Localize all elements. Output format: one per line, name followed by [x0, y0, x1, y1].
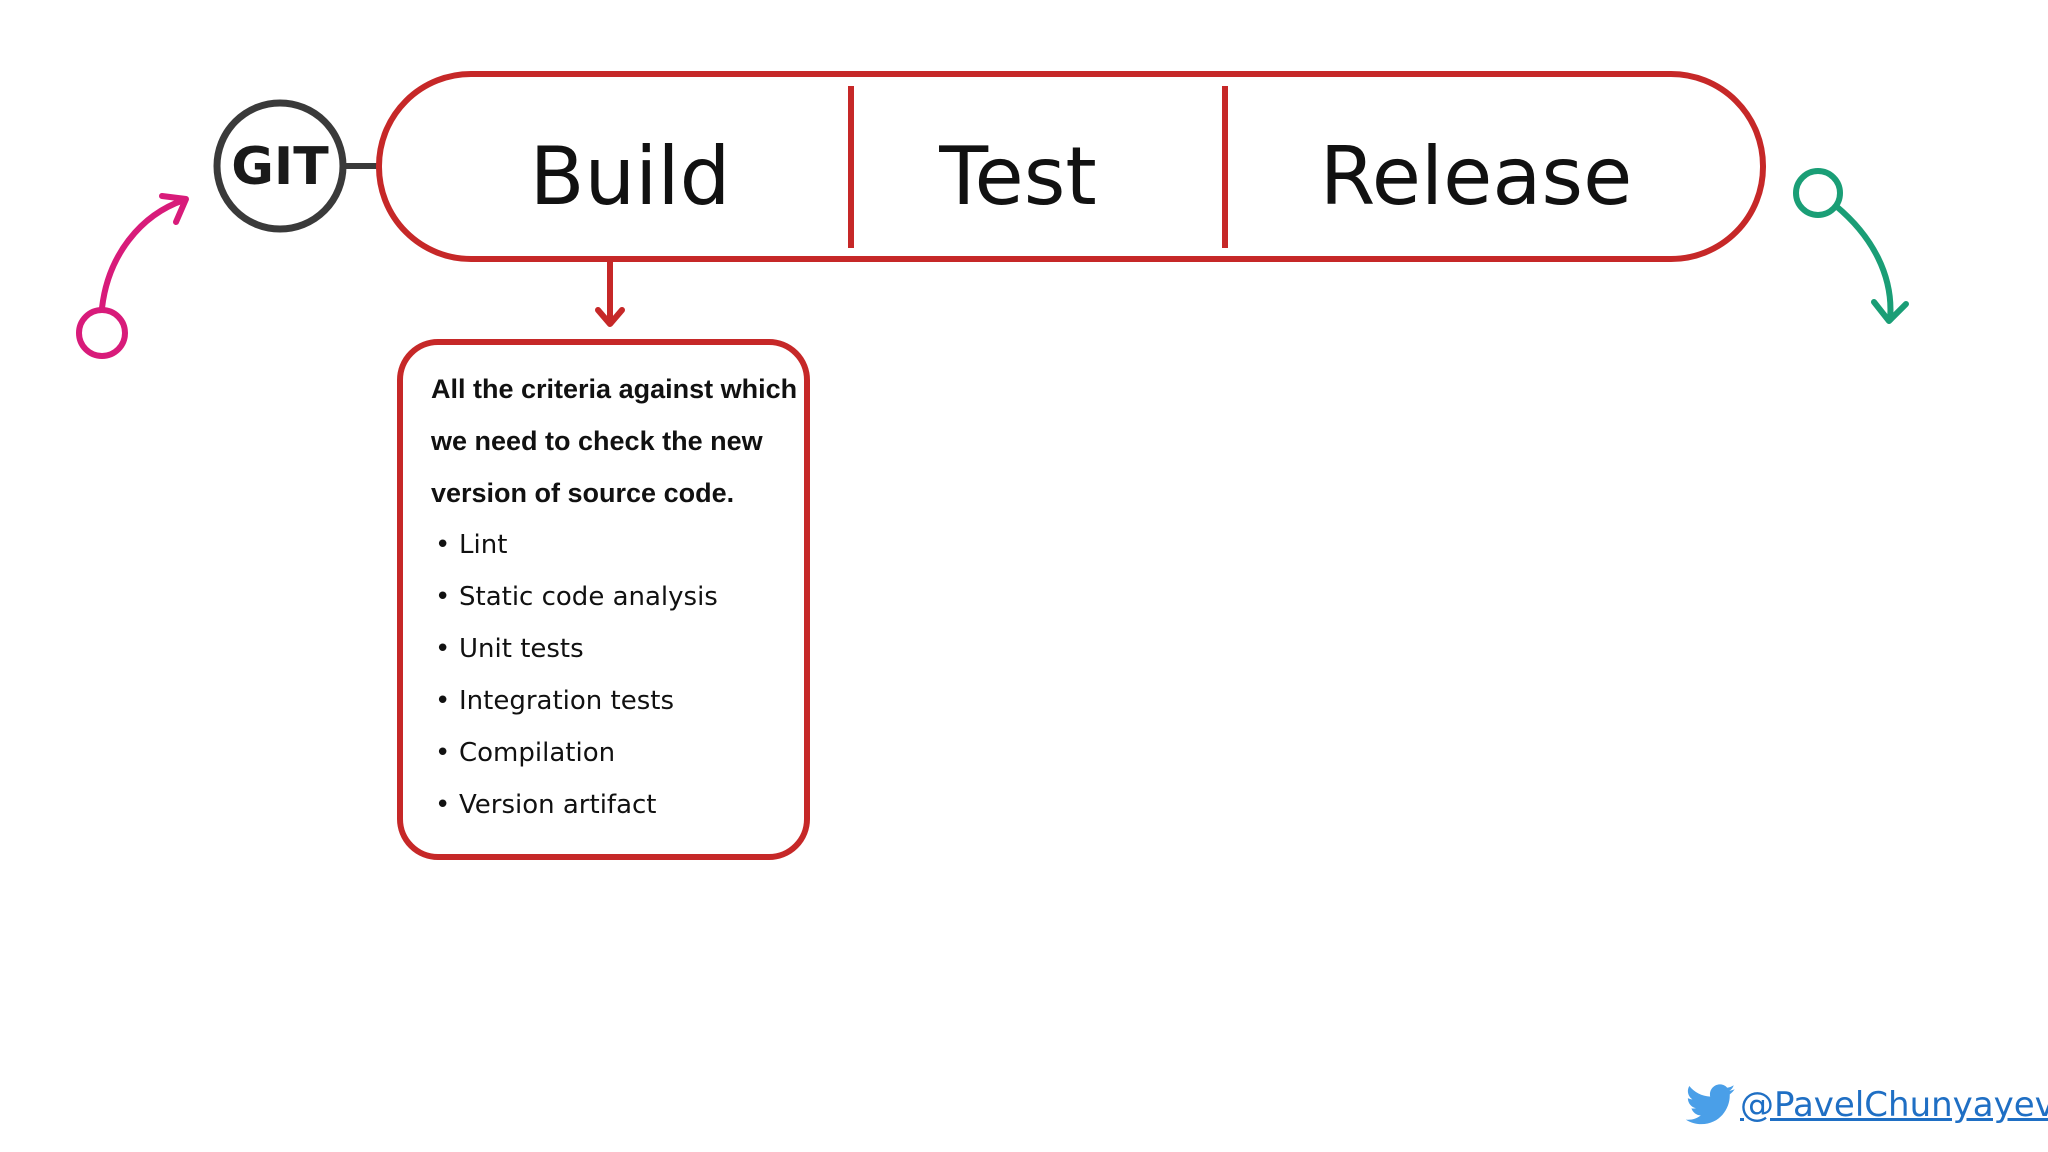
outgoing-arrow-head [1871, 299, 1909, 324]
stage-build-label: Build [530, 130, 731, 223]
criteria-box-outline [397, 339, 810, 860]
outgoing-arrow-curve [1833, 203, 1894, 323]
pipeline-capsule [376, 71, 1766, 262]
outgoing-arrow [1793, 168, 1909, 324]
twitter-bird-icon [1686, 1084, 1736, 1125]
criteria-item-label: Unit tests [459, 634, 584, 664]
criteria-item-label: Compilation [459, 738, 616, 768]
criteria-list: •Lint •Static code analysis •Unit tests … [431, 519, 799, 831]
twitter-handle[interactable]: @PavelChunyayev [1686, 1080, 2048, 1130]
list-item: • Static code analysis [431, 571, 799, 623]
list-item: • Unit tests [431, 623, 799, 675]
incoming-arrow-curve [99, 197, 187, 311]
criteria-title: All the criteria against which we need t… [431, 374, 798, 508]
twitter-handle-link[interactable]: @PavelChunyayev [1740, 1085, 2048, 1125]
git-node: GIT [213, 99, 380, 233]
criteria-item-label: Static code analysis [459, 582, 718, 612]
list-item: • Integration tests [431, 675, 799, 727]
bullet-icon: • [435, 790, 451, 820]
incoming-arrow [76, 193, 189, 359]
outgoing-arrow-origin [1793, 168, 1843, 218]
bullet-icon: • [435, 582, 451, 612]
build-criteria-arrow-head [595, 307, 625, 327]
bullet-icon: • [435, 738, 451, 768]
stage-release-label: Release [1320, 130, 1633, 223]
incoming-arrow-head [159, 193, 189, 225]
incoming-arrow-origin [76, 307, 128, 359]
list-item: • Version artifact [431, 779, 799, 831]
bullet-icon: • [435, 530, 451, 560]
bullet-icon: • [435, 634, 451, 664]
git-label: GIT [231, 137, 329, 197]
criteria-item-label: Version artifact [459, 790, 657, 820]
criteria-item-label: Lint [459, 530, 508, 560]
build-criteria-arrow [595, 259, 625, 327]
criteria-box: All the criteria against which we need t… [407, 349, 799, 849]
bullet-icon: • [435, 686, 451, 716]
list-item: • Lint [431, 519, 799, 571]
list-item: • Compilation [431, 727, 799, 779]
pipeline: Build Test Release [376, 71, 1766, 262]
criteria-item-label: Integration tests [459, 686, 675, 716]
stage-test-label: Test [938, 130, 1097, 223]
